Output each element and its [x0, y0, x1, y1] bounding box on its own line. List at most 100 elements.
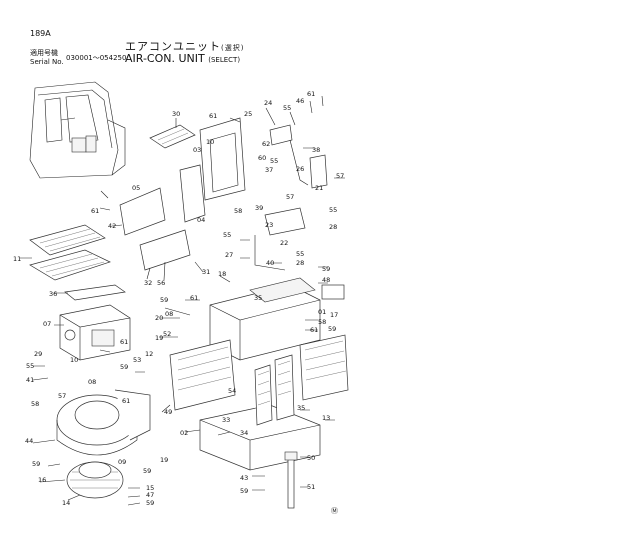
duct-03: [199, 117, 246, 201]
cab-sketch: [29, 81, 126, 179]
callout-55c: 55: [270, 157, 278, 165]
callout-24: 24: [264, 99, 272, 107]
callout-02: 02: [180, 429, 188, 437]
callout-61b: 61: [307, 90, 315, 98]
title-jp-sub: (選択): [221, 44, 245, 52]
ducts-05-04: [119, 164, 206, 271]
title-japanese: エアコンユニット(選択): [125, 38, 244, 54]
filter-36: [64, 284, 126, 301]
callout-35: 35: [254, 294, 262, 302]
callout-48: 48: [322, 276, 330, 284]
blower-housing-09: [56, 389, 151, 456]
blower-motor-14: [66, 461, 124, 499]
callout-10b: 10: [70, 356, 78, 364]
callout-19: 19: [155, 334, 163, 342]
callout-10: 10: [206, 138, 214, 146]
callout-59h: 59: [146, 499, 154, 507]
callout-30: 30: [172, 110, 180, 118]
callout-58: 58: [234, 207, 242, 215]
callout-49: 49: [164, 408, 172, 416]
callout-59d: 59: [120, 363, 128, 371]
callout-labels: 30 61 25 24 55 46 61 03 10 62 60 55 38 3…: [13, 90, 344, 515]
callout-17: 17: [330, 311, 338, 319]
title-english: AIR-CON. UNIT (SELECT): [125, 52, 240, 65]
callout-15: 15: [146, 484, 154, 492]
bracket-24-21: [269, 124, 328, 189]
callout-18: 18: [218, 270, 226, 278]
callout-53: 53: [133, 356, 141, 364]
callout-22: 22: [280, 239, 288, 247]
title-en-sub: (SELECT): [208, 56, 241, 64]
callout-29: 29: [34, 350, 42, 358]
leader-lines: [20, 95, 345, 506]
filter-11: [29, 224, 111, 281]
callout-28b: 28: [296, 259, 304, 267]
bracket-22: [254, 207, 306, 271]
callout-14: 14: [62, 499, 70, 507]
callout-44: 44: [25, 437, 33, 445]
callout-34: 34: [240, 429, 248, 437]
serial-label-jp: 適用号機: [30, 49, 58, 57]
callout-62: 62: [262, 140, 270, 148]
callout-51: 51: [307, 483, 315, 491]
serial-label-en: Serial No.: [30, 58, 64, 66]
callout-43: 43: [240, 474, 248, 482]
callout-57c: 57: [58, 392, 66, 400]
callout-55g: 55: [26, 362, 34, 370]
callout-37: 37: [265, 166, 273, 174]
callout-09: 09: [118, 458, 126, 466]
part-mark: Ⓜ: [331, 507, 338, 515]
callout-56: 56: [157, 279, 165, 287]
callout-12: 12: [145, 350, 153, 358]
callout-23: 23: [265, 221, 273, 229]
page-code: 189A: [30, 29, 51, 38]
callout-03: 03: [193, 146, 201, 154]
evaporator-33-34: [254, 354, 295, 426]
callout-27: 27: [225, 251, 233, 259]
callout-59b: 59: [160, 296, 168, 304]
callout-13: 13: [322, 414, 330, 422]
callout-61g: 61: [122, 397, 130, 405]
title-en-main: AIR-CON. UNIT: [125, 52, 205, 65]
callout-46: 46: [296, 97, 304, 105]
callout-38: 38: [312, 146, 320, 154]
callout-33: 33: [222, 416, 230, 424]
callout-57: 57: [336, 172, 344, 180]
callout-41: 41: [26, 376, 34, 384]
callout-25: 25: [244, 110, 252, 118]
callout-07: 07: [43, 320, 51, 328]
pipe-51: [284, 451, 298, 509]
grille-30: [149, 124, 196, 149]
callout-42: 42: [108, 222, 116, 230]
callout-61: 61: [209, 112, 217, 120]
callout-16: 16: [38, 476, 46, 484]
callout-55e: 55: [223, 231, 231, 239]
callout-50: 50: [307, 454, 315, 462]
serial-range: 030001～054250: [66, 54, 127, 62]
callout-59g: 59: [240, 487, 248, 495]
callout-61c: 61: [91, 207, 99, 215]
callout-58c: 58: [31, 400, 39, 408]
callout-28: 28: [329, 223, 337, 231]
callout-20: 20: [155, 314, 163, 322]
callout-55: 55: [283, 104, 291, 112]
callout-55d: 55: [329, 206, 337, 214]
callout-26: 26: [296, 165, 304, 173]
callout-59: 59: [322, 265, 330, 273]
callout-11: 11: [13, 255, 21, 263]
callout-60: 60: [258, 154, 266, 162]
callout-01: 01: [318, 308, 326, 316]
callout-57b: 57: [286, 193, 294, 201]
callout-61f: 61: [120, 338, 128, 346]
callout-59c: 59: [328, 325, 336, 333]
callout-21: 21: [315, 184, 323, 192]
callout-61e: 61: [310, 326, 318, 334]
condenser-13: [299, 334, 349, 401]
valve-17: [321, 284, 345, 300]
heater-core-12: [169, 339, 236, 411]
callout-35b: 35: [297, 404, 305, 412]
callout-32: 32: [144, 279, 152, 287]
callout-61d: 61: [190, 294, 198, 302]
callout-47: 47: [146, 491, 154, 499]
